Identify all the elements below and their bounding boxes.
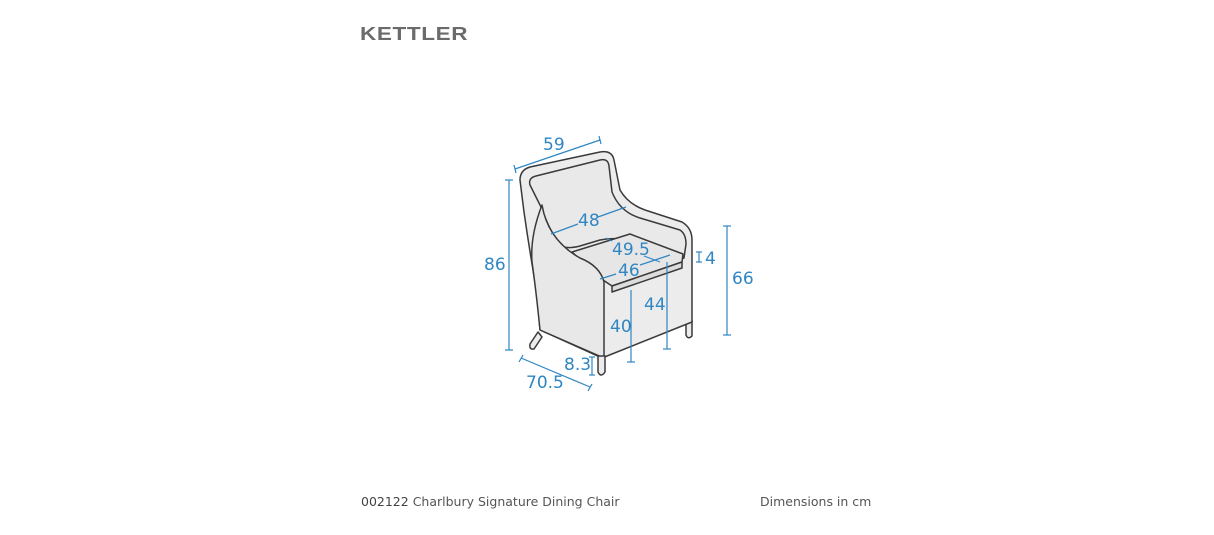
dim-seat-height-no-cushion: 40 xyxy=(610,317,632,337)
product-code: 002122 xyxy=(361,494,409,509)
kettler-logo: KETTLER xyxy=(360,24,469,44)
dim-total-height: 86 xyxy=(484,255,506,275)
units-note: Dimensions in cm xyxy=(760,494,872,509)
dim-seat-depth: 49.5 xyxy=(612,240,650,260)
product-caption: 002122 Charlbury Signature Dining Chair xyxy=(361,494,620,509)
chair-drawing xyxy=(519,150,693,376)
dim-leg-height: 8.3 xyxy=(564,355,591,375)
dim-cushion-thickness: 4 xyxy=(705,249,716,269)
dim-width-top: 59 xyxy=(543,135,565,155)
product-name: Charlbury Signature Dining Chair xyxy=(412,494,620,509)
dimension-labels: 59 48 49.5 46 86 4 66 44 40 8.3 70.5 xyxy=(484,135,754,393)
dim-seat-width: 46 xyxy=(618,261,640,281)
dim-armrest-height: 66 xyxy=(732,269,754,289)
dimension-lines xyxy=(505,135,731,392)
dim-back-inner-width: 48 xyxy=(578,211,600,231)
dim-seat-height: 44 xyxy=(644,295,666,315)
dim-depth: 70.5 xyxy=(526,373,564,393)
